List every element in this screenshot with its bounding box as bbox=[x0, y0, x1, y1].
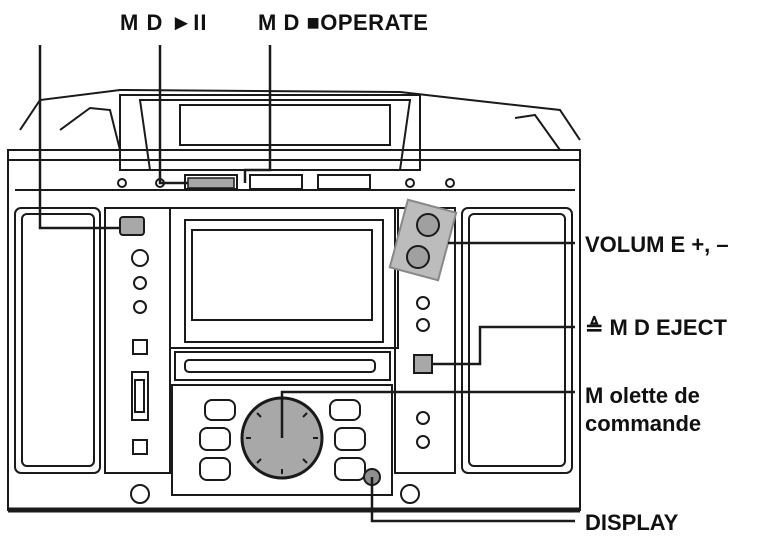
md-play-pause-button bbox=[187, 177, 235, 189]
callout-md-play bbox=[158, 45, 188, 185]
volume-minus-button bbox=[406, 245, 430, 269]
display-label: DISPLAY bbox=[585, 510, 679, 535]
jog-dial-label-line2: commande bbox=[585, 411, 702, 436]
left-top-button bbox=[119, 216, 145, 236]
volume-button-frame bbox=[388, 198, 458, 282]
callout-display bbox=[370, 477, 575, 523]
callout-jog bbox=[280, 390, 575, 438]
jog-dial-label: M olette de commande bbox=[585, 382, 701, 438]
md-eject-button bbox=[413, 354, 433, 374]
md-play-pause-label: M D ►II bbox=[120, 10, 208, 35]
volume-plus-button bbox=[416, 213, 440, 237]
jog-dial-label-line1: M olette de bbox=[585, 383, 700, 408]
callout-md-stop bbox=[243, 45, 272, 183]
callout-left-top bbox=[38, 45, 120, 230]
volume-label: VOLUM E +, – bbox=[585, 232, 729, 257]
callout-eject bbox=[432, 325, 575, 366]
md-stop-operate-label: M D ■OPERATE bbox=[258, 10, 429, 35]
md-eject-label: ≜ M D EJECT bbox=[585, 315, 727, 340]
